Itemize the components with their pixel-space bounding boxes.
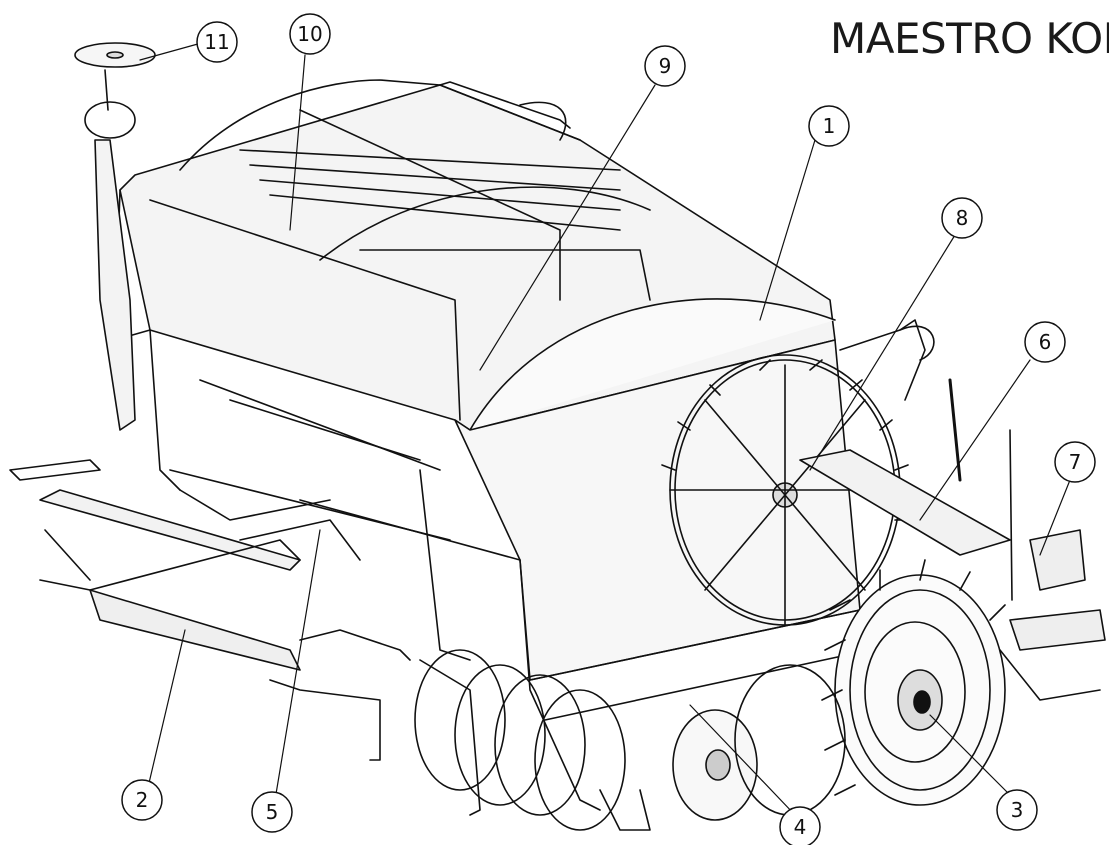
diagram-title: MAESTRO KOKO: [830, 14, 1109, 63]
svg-text:8: 8: [956, 206, 969, 230]
callout-10: 10: [289, 13, 331, 55]
callout-7: 7: [1054, 441, 1096, 483]
svg-text:2: 2: [136, 788, 149, 812]
svg-text:1: 1: [823, 114, 836, 138]
platform: [799, 378, 1106, 701]
svg-text:9: 9: [659, 54, 672, 78]
callout-8: 8: [941, 197, 983, 239]
svg-text:11: 11: [204, 30, 229, 54]
callout-3: 3: [996, 789, 1038, 831]
callout-9: 9: [644, 45, 686, 87]
leader-lines: [139, 41, 1071, 816]
hopper: [114, 79, 836, 431]
svg-text:3: 3: [1011, 798, 1024, 822]
marker-arm: [74, 42, 156, 431]
svg-text:5: 5: [266, 800, 279, 824]
svg-text:4: 4: [794, 815, 807, 839]
callout-5: 5: [251, 791, 293, 833]
depth-wheel: [672, 664, 846, 821]
svg-text:7: 7: [1069, 450, 1082, 474]
front-hitch: [9, 459, 411, 761]
coulter-discs: [414, 649, 651, 831]
callout-6: 6: [1024, 321, 1066, 363]
callout-11: 11: [196, 21, 238, 63]
callout-1: 1: [808, 105, 850, 147]
svg-text:6: 6: [1039, 330, 1052, 354]
callout-2: 2: [121, 779, 163, 821]
callout-4: 4: [779, 806, 821, 845]
svg-text:10: 10: [297, 22, 322, 46]
